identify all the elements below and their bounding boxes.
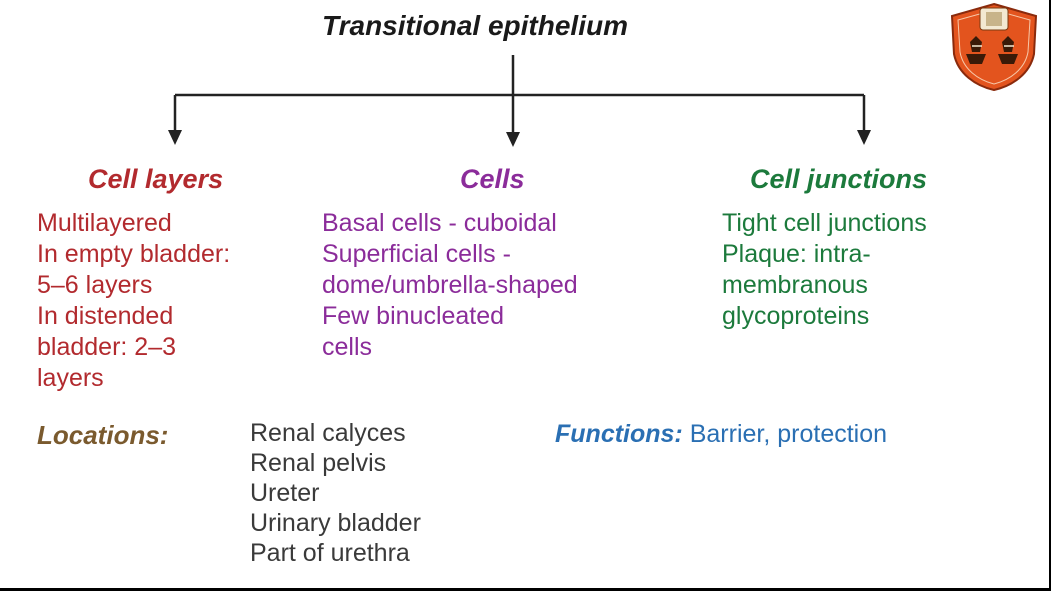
- cell-layers-line: In empty bladder:: [37, 240, 231, 268]
- cell-layers-line: Multilayered: [37, 209, 172, 237]
- cells-line: cells: [322, 333, 373, 361]
- diagram-title: Transitional epithelium: [322, 10, 628, 41]
- cell-layers-line: bladder: 2–3: [37, 333, 177, 361]
- location-item: Part of urethra: [250, 539, 410, 567]
- heading-cell-junctions: Cell junctions: [750, 164, 928, 194]
- bottom-edge-border: [0, 588, 1051, 591]
- cell-junctions-line: glycoproteins: [722, 302, 870, 330]
- arrowhead-right: [857, 130, 871, 145]
- cells-line: dome/umbrella-shaped: [322, 271, 578, 299]
- functions-value: Barrier, protection: [689, 420, 888, 448]
- cell-junctions-list: Tight cell junctions Plaque: intra- memb…: [722, 208, 927, 332]
- cell-junctions-line: membranous: [722, 271, 868, 299]
- location-item: Renal pelvis: [250, 449, 387, 477]
- locations-label: Locations:: [37, 420, 169, 450]
- cells-line: Few binucleated: [322, 302, 505, 330]
- arrowhead-left: [168, 130, 182, 145]
- location-item: Ureter: [250, 479, 320, 507]
- heading-cells: Cells: [460, 164, 525, 194]
- locations-list: Renal calyces Renal pelvis Ureter Urinar…: [250, 418, 421, 568]
- cell-junctions-line: Plaque: intra-: [722, 240, 871, 268]
- right-edge-border: [1049, 0, 1051, 591]
- cells-line: Basal cells - cuboidal: [322, 209, 557, 237]
- arrowhead-center: [506, 132, 520, 147]
- location-item: Renal calyces: [250, 419, 406, 447]
- cell-layers-line: layers: [37, 364, 104, 392]
- functions-label: Functions:: [555, 420, 683, 448]
- heading-cell-layers: Cell layers: [88, 164, 224, 194]
- university-seal-logo: [950, 2, 1038, 92]
- cell-layers-line: 5–6 layers: [37, 271, 153, 299]
- cell-junctions-line: Tight cell junctions: [722, 209, 927, 237]
- cell-layers-list: Multilayered In empty bladder: 5–6 layer…: [37, 208, 230, 394]
- cells-list: Basal cells - cuboidal Superficial cells…: [322, 208, 578, 363]
- location-item: Urinary bladder: [250, 509, 421, 537]
- cells-line: Superficial cells -: [322, 240, 511, 268]
- cell-layers-line: In distended: [37, 302, 174, 330]
- functions-row: Functions: Barrier, protection: [555, 420, 887, 449]
